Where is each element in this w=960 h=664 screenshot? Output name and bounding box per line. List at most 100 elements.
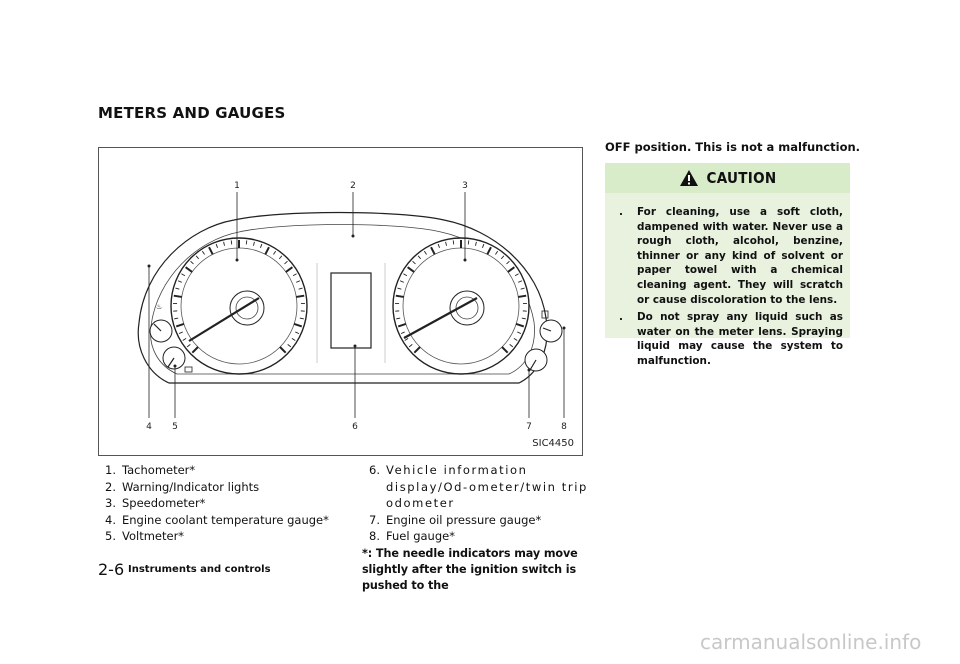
callout-3: 3 xyxy=(462,181,468,191)
gauge-tick xyxy=(175,287,180,290)
gauge-tick xyxy=(437,243,440,248)
gauge-tick xyxy=(417,255,422,260)
gauge-tick xyxy=(284,260,288,265)
gauge-tick xyxy=(408,344,413,348)
gauge-tick xyxy=(201,250,205,255)
watermark: carmanualsonline.info xyxy=(700,630,922,654)
gauge-tick xyxy=(521,317,526,320)
gauge-tick xyxy=(285,266,293,273)
gauge-tick xyxy=(175,322,185,328)
callout-5: 5 xyxy=(172,422,178,432)
vehicle-information-display xyxy=(330,272,372,349)
gauge-tick xyxy=(395,294,404,298)
gauge-tick xyxy=(182,338,187,341)
footer-section-title: Instruments and controls xyxy=(128,564,271,575)
gauge-tick xyxy=(430,246,436,255)
engine-oil-pressure-gauge xyxy=(524,348,548,372)
gauge-tick xyxy=(292,273,297,277)
callout-dots xyxy=(147,234,566,372)
gauge-tick xyxy=(518,294,527,298)
gauge-tick xyxy=(296,280,301,283)
gauge-tick xyxy=(299,317,304,320)
gauge-tick xyxy=(291,338,296,341)
callout-1: 1 xyxy=(234,181,240,191)
gauge-tick xyxy=(518,280,523,283)
gauge-tick xyxy=(208,246,214,255)
engine-coolant-temperature-gauge: ♨ xyxy=(149,303,173,343)
gauge-tick xyxy=(400,331,405,335)
gauge-tick xyxy=(296,294,305,298)
gauge-tick xyxy=(279,346,287,354)
section-title: METERS AND GAUGES xyxy=(98,104,286,122)
gauge-tick xyxy=(260,243,263,248)
gauge-tick xyxy=(520,287,525,290)
gauge-tick xyxy=(298,287,303,290)
gauge-tick xyxy=(278,255,283,260)
gauge-tick xyxy=(486,246,492,255)
gauge-tick xyxy=(423,250,427,255)
gauge-tick xyxy=(403,273,408,277)
callout-2: 2 xyxy=(350,181,356,191)
svg-text:♨: ♨ xyxy=(156,303,162,311)
needle-note: *: The needle indicators may move slight… xyxy=(362,546,578,592)
gauge-tick xyxy=(507,266,515,273)
gauge-tick xyxy=(500,255,505,260)
gauge-tick xyxy=(253,241,255,246)
legend-item: 2.Warning/Indicator lights xyxy=(105,479,260,494)
gauge-tick xyxy=(412,260,416,265)
fuel-gauge xyxy=(539,310,563,343)
legend-item: 6.Vehicle information display/Od-ometer/… xyxy=(369,463,588,511)
legend-item: 1.Tachometer* xyxy=(105,463,196,477)
caution-item: . For cleaning, use a soft cloth, dampen… xyxy=(619,206,843,306)
gauge-tick xyxy=(195,255,200,260)
warning-triangle-icon xyxy=(679,170,698,186)
gauge-tick xyxy=(445,241,447,246)
gauge-tick xyxy=(264,246,270,255)
voltmeter xyxy=(162,346,193,373)
legend-item: 8.Fuel gauge* xyxy=(369,529,455,544)
legend-item: 5.Voltmeter* xyxy=(105,529,185,544)
gauge-tick xyxy=(407,266,415,273)
gauge-tick xyxy=(215,243,218,248)
gauge-tick xyxy=(501,346,509,354)
continued-text: OFF position. This is not a malfunction. xyxy=(605,140,861,154)
legend-column-left: 1.Tachometer* 2.Warning/Indicator lights… xyxy=(98,462,348,545)
callout-4: 4 xyxy=(146,422,152,432)
gauge-tick xyxy=(191,346,199,354)
gauge-tick xyxy=(287,344,292,348)
callout-6: 6 xyxy=(352,422,358,432)
gauge-tick xyxy=(413,346,421,354)
gauge-tick xyxy=(190,260,194,265)
gauge-tick xyxy=(177,280,182,283)
caution-box: CAUTION . For cleaning, use a soft cloth… xyxy=(605,163,850,367)
callout-8: 8 xyxy=(561,422,567,432)
page-number: 2-6 xyxy=(98,560,125,579)
gauge-tick xyxy=(495,250,499,255)
gauge-tick xyxy=(475,241,477,246)
caution-item: . Do not spray any liquid such as water … xyxy=(619,311,843,367)
cluster-inner-rim xyxy=(150,224,535,375)
gauge-tick xyxy=(295,331,300,335)
gauge-tick xyxy=(509,344,514,348)
gauge-tick xyxy=(223,241,225,246)
legend-item: 4.Engine coolant temperature gauge* xyxy=(105,512,329,527)
gauge-tick xyxy=(178,331,183,335)
gauge-tick xyxy=(396,317,401,320)
legend-item: 3.Speedometer* xyxy=(105,496,206,511)
gauge-tick xyxy=(174,317,179,320)
legend-column-right: 6.Vehicle information display/Od-ometer/… xyxy=(362,462,592,594)
callout-7: 7 xyxy=(526,422,532,432)
legend-item: 7.Engine oil pressure gauge* xyxy=(369,512,542,527)
gauge-tick xyxy=(181,273,186,277)
callout-leader-lines xyxy=(148,192,565,418)
tachometer xyxy=(170,237,308,375)
speedometer xyxy=(392,237,530,375)
gauge-tick xyxy=(514,273,519,277)
gauge-tick xyxy=(517,331,522,335)
gauge-tick xyxy=(293,322,303,328)
gauge-tick xyxy=(186,344,191,348)
instrument-cluster-figure: ♨ xyxy=(98,147,583,456)
cluster-housing xyxy=(137,211,548,384)
figure-id: SIC4450 xyxy=(532,438,574,449)
gauge-tick xyxy=(513,338,518,341)
